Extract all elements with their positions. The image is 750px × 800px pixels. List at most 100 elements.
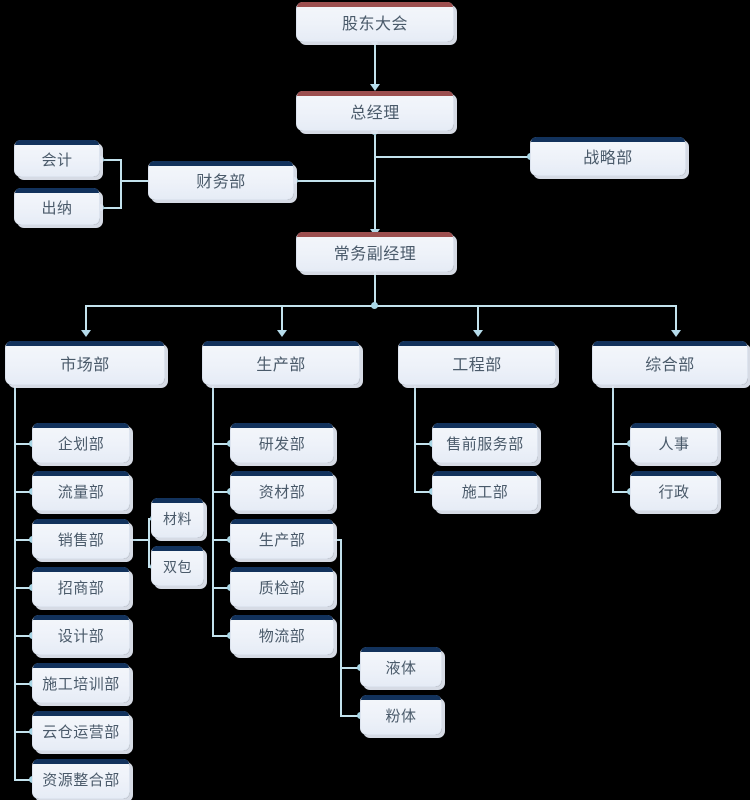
node-cap [231, 615, 333, 620]
connector-engineering-trunk [414, 386, 416, 492]
node-label: 行政 [658, 483, 690, 501]
connector-prodsub-child-1 [340, 715, 360, 717]
arrow-market [81, 330, 91, 337]
connector-prodsub-child-0 [340, 667, 360, 669]
node-cap [297, 91, 453, 96]
connector-finance-stem [120, 180, 148, 182]
node-cap [33, 519, 129, 524]
connector-accounting [100, 159, 122, 161]
node-production-child-3[interactable]: 质检部 [230, 567, 334, 607]
connector-general-trunk [612, 386, 614, 492]
node-cap [152, 546, 203, 551]
node-finance[interactable]: 财务部 [148, 161, 294, 200]
node-cap [231, 567, 333, 572]
node-market-child-0[interactable]: 企划部 [32, 423, 130, 463]
node-label: 施工部 [461, 483, 509, 501]
node-market-child-1[interactable]: 流量部 [32, 471, 130, 511]
node-market-child-4[interactable]: 设计部 [32, 615, 130, 655]
node-cap [231, 423, 333, 428]
node-cap [149, 161, 293, 166]
connector-drop-market [85, 305, 87, 333]
node-production-sub-child-1[interactable]: 粉体 [360, 695, 442, 735]
node-general-affairs-child-1[interactable]: 行政 [630, 471, 718, 511]
node-cap [631, 423, 717, 428]
connector-prod-child-0 [212, 443, 230, 445]
connector-department-bus [85, 305, 675, 307]
node-cap [361, 647, 441, 652]
node-market-child-6[interactable]: 云仓运营部 [32, 711, 130, 751]
node-cap [231, 471, 333, 476]
node-cap [6, 341, 164, 346]
node-label: 资材部 [258, 483, 306, 501]
connector-market-child-7 [14, 779, 32, 781]
node-cap [33, 711, 129, 716]
connector-eng-child-0 [414, 443, 432, 445]
node-general-manager[interactable]: 总经理 [296, 91, 454, 131]
connector-market-child-5 [14, 683, 32, 685]
node-label: 研发部 [258, 435, 306, 453]
node-label: 战略部 [583, 148, 633, 167]
junction-dot-cashier [97, 204, 104, 211]
node-production-child-4[interactable]: 物流部 [230, 615, 334, 655]
node-label: 施工培训部 [42, 675, 120, 693]
node-market-child-7[interactable]: 资源整合部 [32, 759, 130, 799]
connector-drop-production [281, 305, 283, 333]
node-cap [33, 663, 129, 668]
connector-gen-child-0 [612, 443, 630, 445]
node-cap [231, 519, 333, 524]
node-label: 流量部 [57, 483, 105, 501]
node-deputy-manager[interactable]: 常务副经理 [296, 232, 454, 272]
node-label: 质检部 [258, 579, 306, 597]
node-market[interactable]: 市场部 [5, 341, 165, 385]
node-label: 资源整合部 [42, 771, 120, 789]
node-general-affairs-child-0[interactable]: 人事 [630, 423, 718, 463]
connector-gen-child-1 [612, 491, 630, 493]
connector-gm-trunk [374, 131, 376, 235]
connector-drop-general [675, 305, 677, 333]
connector-trunk-to-strategy [374, 156, 530, 158]
junction-dot-finance [291, 177, 298, 184]
arrow-production [277, 330, 287, 337]
node-sales-child-0[interactable]: 材料 [151, 498, 204, 538]
connector-market-child-1 [14, 491, 32, 493]
node-engineering[interactable]: 工程部 [398, 341, 556, 385]
node-market-child-3[interactable]: 招商部 [32, 567, 130, 607]
node-production-sub-child-0[interactable]: 液体 [360, 647, 442, 687]
connector-prodsub-stem [334, 539, 342, 541]
node-sales-child-1[interactable]: 双包 [151, 546, 204, 586]
node-label: 企划部 [57, 435, 105, 453]
connector-prodsub-bracket [340, 667, 342, 715]
node-strategy[interactable]: 战略部 [530, 137, 686, 176]
node-engineering-child-0[interactable]: 售前服务部 [432, 423, 538, 463]
node-cashier[interactable]: 出纳 [14, 188, 100, 225]
node-cap [297, 232, 453, 237]
connector-eng-child-1 [414, 491, 432, 493]
node-cap [361, 695, 441, 700]
node-label: 会计 [41, 150, 73, 169]
connector-prod-child-1 [212, 491, 230, 493]
node-label: 设计部 [57, 627, 105, 645]
node-general-affairs[interactable]: 综合部 [592, 341, 748, 385]
node-production-child-1[interactable]: 资材部 [230, 471, 334, 511]
node-label: 综合部 [645, 354, 695, 374]
node-market-child-5[interactable]: 施工培训部 [32, 663, 130, 703]
node-accounting[interactable]: 会计 [14, 140, 100, 177]
connector-market-child-4 [14, 635, 32, 637]
connector-market-child-6 [14, 731, 32, 733]
node-cap [152, 498, 203, 503]
node-label: 液体 [385, 659, 417, 677]
connector-sales-bracket [148, 518, 150, 567]
node-shareholders[interactable]: 股东大会 [296, 2, 454, 42]
node-engineering-child-1[interactable]: 施工部 [432, 471, 538, 511]
node-cap [631, 471, 717, 476]
node-production-child-0[interactable]: 研发部 [230, 423, 334, 463]
connector-prod-child-3 [212, 587, 230, 589]
node-label: 总经理 [350, 102, 400, 122]
node-label: 云仓运营部 [42, 723, 120, 741]
node-production[interactable]: 生产部 [202, 341, 360, 385]
node-market-child-2[interactable]: 销售部 [32, 519, 130, 559]
node-cap [297, 2, 453, 7]
node-production-child-2[interactable]: 生产部 [230, 519, 334, 559]
node-cap [593, 341, 747, 346]
